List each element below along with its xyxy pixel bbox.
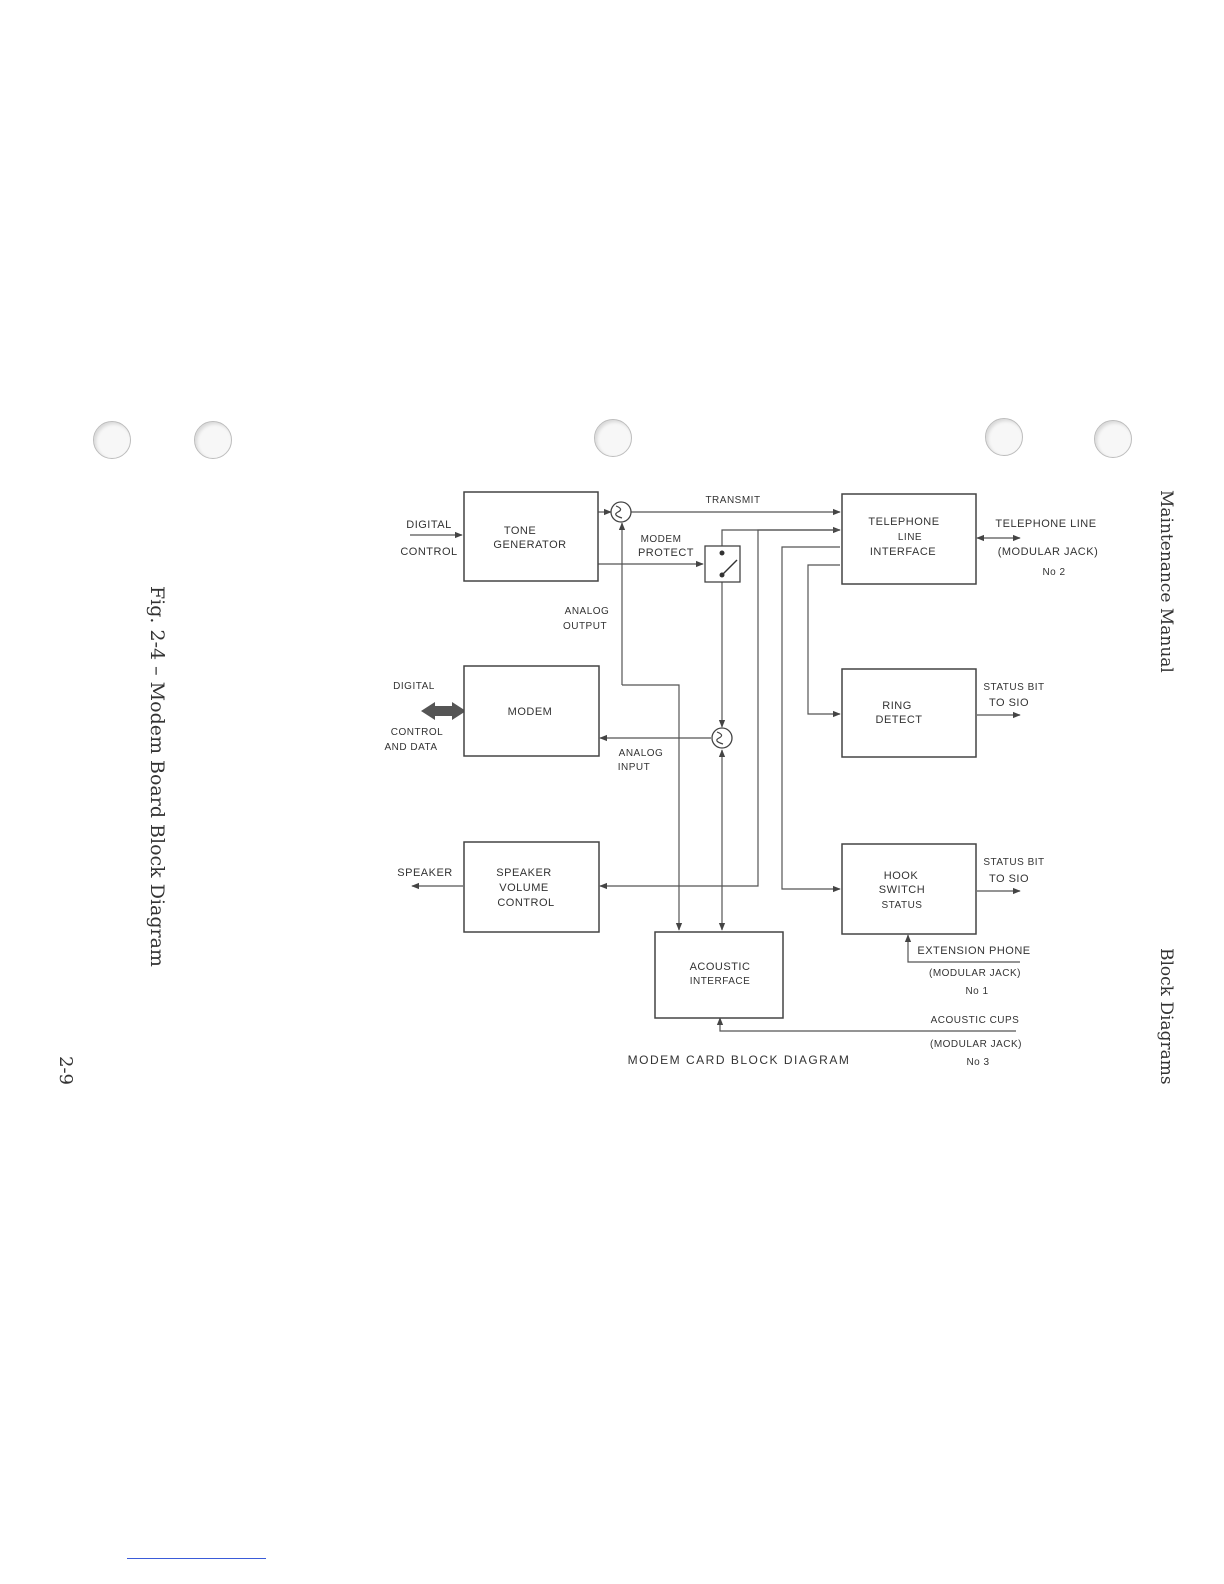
hook-switch-status-label: SWITCH bbox=[879, 884, 925, 896]
hook-switch-status-label: HOOK bbox=[884, 870, 919, 882]
binder-hole bbox=[1094, 420, 1132, 458]
modular-jack-1-label: (MODULAR JACK) bbox=[929, 968, 1021, 979]
ring-detect-block bbox=[841, 668, 977, 758]
telephone-line-interface-block bbox=[841, 493, 977, 585]
jack-number-2-label: No 2 bbox=[1042, 567, 1065, 578]
ring-status-bit-label: TO SIO bbox=[989, 697, 1029, 709]
hook-status-bit-label: TO SIO bbox=[989, 873, 1029, 885]
extension-phone-label: EXTENSION PHONE bbox=[917, 945, 1030, 957]
block-labels: TONE GENERATOR MODEM SPEAKER VOLUME CONT… bbox=[493, 516, 939, 987]
speaker-label: SPEAKER bbox=[397, 867, 452, 879]
wire-switch-to-line bbox=[721, 526, 841, 546]
ring-detect-label: RING bbox=[882, 700, 912, 712]
telephone-line-interface-label: TELEPHONE bbox=[868, 516, 939, 528]
modem-block bbox=[463, 665, 600, 757]
jack-number-3-label: No 3 bbox=[966, 1057, 989, 1068]
summing-junction-receive bbox=[711, 727, 733, 749]
wire-acoustic-cups bbox=[716, 1017, 1016, 1032]
analog-input-label: ANALOG bbox=[619, 748, 664, 759]
modular-jack-2-label: (MODULAR JACK) bbox=[998, 546, 1099, 558]
footnote-rule bbox=[127, 1558, 266, 1559]
tone-generator-label: TONE bbox=[504, 525, 536, 537]
digital-data-label: DIGITAL bbox=[393, 681, 435, 692]
acoustic-interface-label: ACOUSTIC bbox=[690, 961, 751, 973]
acoustic-interface-block bbox=[654, 931, 784, 1019]
modem-protect-switch bbox=[704, 545, 741, 583]
telephone-line-label: TELEPHONE LINE bbox=[995, 518, 1096, 530]
digital-data-label: CONTROL bbox=[391, 727, 443, 738]
signal-labels: DIGITAL CONTROL DIGITAL CONTROL AND DATA… bbox=[384, 495, 1099, 1068]
binder-hole bbox=[93, 421, 131, 459]
binder-hole bbox=[985, 418, 1023, 456]
ring-status-bit-label: STATUS BIT bbox=[983, 682, 1044, 693]
digital-data-label: AND DATA bbox=[384, 742, 437, 753]
hook-status-bit-label: STATUS BIT bbox=[983, 857, 1044, 868]
wire-line-to-ring bbox=[807, 564, 841, 718]
acoustic-interface-label: INTERFACE bbox=[690, 976, 751, 987]
modem-protect-label: MODEM bbox=[641, 534, 682, 545]
analog-output-label: ANALOG bbox=[565, 606, 610, 617]
tone-generator-block bbox=[463, 491, 599, 582]
digital-control-label: CONTROL bbox=[400, 546, 457, 558]
acoustic-cups-label: ACOUSTIC CUPS bbox=[931, 1015, 1020, 1026]
wire-line-to-speaker bbox=[599, 529, 840, 890]
digital-control-label: DIGITAL bbox=[406, 519, 451, 531]
wire-extension-phone bbox=[904, 934, 1020, 963]
speaker-volume-control-block bbox=[463, 841, 600, 933]
modem-label: MODEM bbox=[508, 706, 553, 718]
wire-line-to-hook bbox=[781, 546, 841, 893]
ring-detect-label: DETECT bbox=[876, 714, 923, 726]
hook-switch-status-block bbox=[841, 843, 977, 935]
hook-switch-status-label: STATUS bbox=[882, 900, 923, 911]
tone-generator-label: GENERATOR bbox=[493, 539, 566, 551]
signal-wires bbox=[410, 508, 1021, 1032]
telephone-line-interface-label: INTERFACE bbox=[870, 546, 936, 558]
binder-hole bbox=[194, 421, 232, 459]
analog-input-label: INPUT bbox=[618, 762, 651, 773]
jack-number-1-label: No 1 bbox=[965, 986, 988, 997]
binder-hole bbox=[594, 419, 632, 457]
modem-protect-label: PROTECT bbox=[638, 547, 694, 559]
modular-jack-3-label: (MODULAR JACK) bbox=[930, 1039, 1022, 1050]
speaker-volume-control-label: VOLUME bbox=[499, 882, 548, 894]
analog-output-label: OUTPUT bbox=[563, 621, 607, 632]
diagram-title: MODEM CARD BLOCK DIAGRAM bbox=[628, 1053, 851, 1067]
summing-junction-transmit bbox=[610, 501, 632, 523]
transmit-label: TRANSMIT bbox=[705, 495, 760, 506]
speaker-volume-control-label: CONTROL bbox=[497, 897, 554, 909]
speaker-volume-control-label: SPEAKER bbox=[496, 867, 551, 879]
telephone-line-interface-label: LINE bbox=[898, 532, 922, 543]
data-bus-arrow bbox=[421, 702, 466, 720]
wire-modem-to-acoustic bbox=[622, 684, 683, 931]
